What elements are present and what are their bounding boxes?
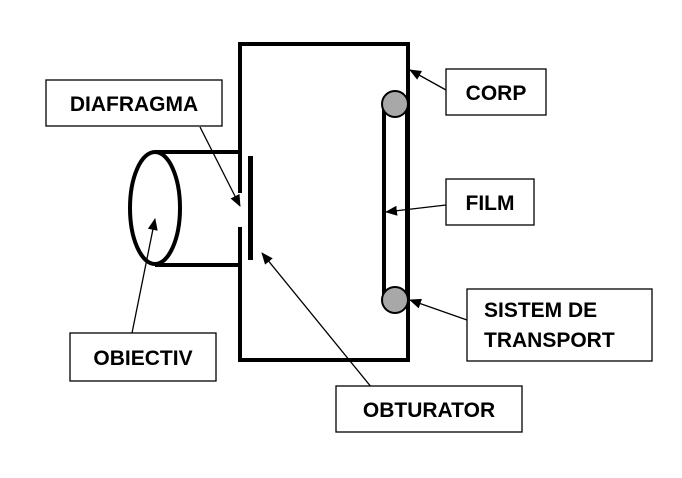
label-corp-text: CORP <box>466 82 527 105</box>
diaphragm-aperture <box>236 193 244 227</box>
pointer-obiectiv <box>131 218 158 334</box>
pointer-sistem-de-transport <box>409 298 468 321</box>
label-obiectiv-text: OBIECTIV <box>93 347 192 370</box>
label-obiectiv: OBIECTIV <box>69 332 217 382</box>
label-corp: CORP <box>445 68 547 116</box>
label-sistem-line2: TRANSPORT <box>484 329 615 352</box>
label-diafragma-text: DIAFRAGMA <box>70 93 198 116</box>
label-obturator: OBTURATOR <box>335 385 523 433</box>
label-film-text: FILM <box>466 192 515 215</box>
pointer-diafragma <box>199 126 241 207</box>
label-obturator-text: OBTURATOR <box>363 399 495 422</box>
shutter <box>248 156 253 260</box>
transport-roller-bottom <box>381 286 409 314</box>
lens-barrel <box>128 150 240 267</box>
film-strip <box>382 104 409 300</box>
pointer-film <box>385 204 447 216</box>
label-sistem-line1: SISTEM DE <box>484 299 597 322</box>
label-film: FILM <box>445 178 535 226</box>
pointer-obturator <box>261 252 373 389</box>
label-sistem-de-transport: SISTEM DE TRANSPORT <box>466 288 653 362</box>
pointer-corp <box>409 69 447 91</box>
label-diafragma: DIAFRAGMA <box>45 79 223 127</box>
transport-roller-top <box>381 90 409 118</box>
